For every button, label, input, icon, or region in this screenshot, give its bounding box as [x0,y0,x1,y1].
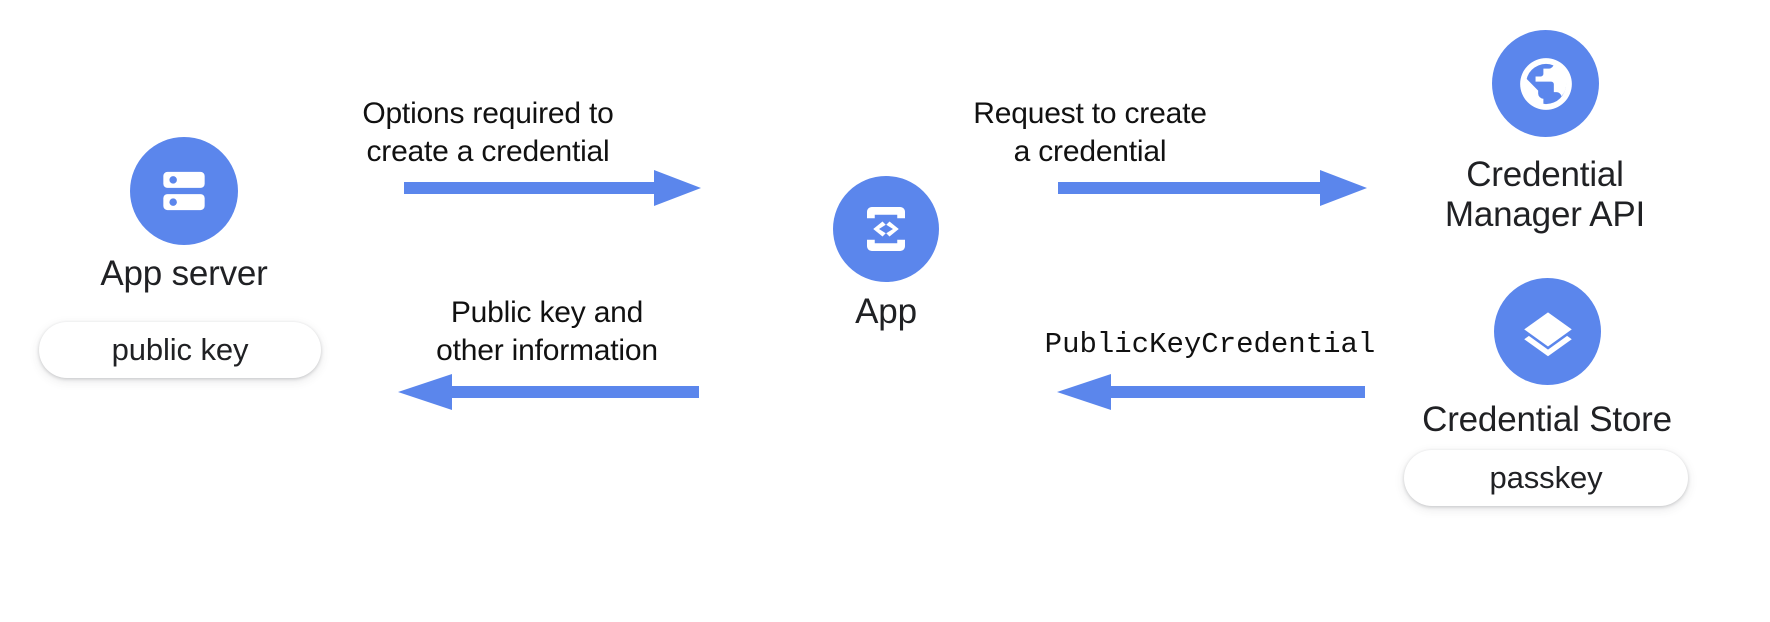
edge-label-options-required: Options required to create a credential [362,97,614,168]
app-server-label: App server [100,254,268,293]
app-server-icon-circle [130,137,238,245]
credential-manager-api-icon-circle [1492,30,1599,137]
server-icon [153,160,215,222]
app-server-pill-public-key: public key [39,322,321,378]
arrow-public-key-and-other-information [396,372,702,412]
globe-icon [1513,51,1579,117]
arrow-public-key-credential [1055,372,1367,412]
credential-store-pill-passkey: passkey [1404,450,1688,506]
arrow-request-to-create [1058,168,1370,208]
credential-store-icon-circle [1494,278,1601,385]
edge-label-public-key-and-other-information: Public key and other information [436,296,658,367]
app-label: App [855,292,917,331]
credential-store-label: Credential Store [1422,400,1672,439]
edge-label-request-to-create: Request to create a credential [973,97,1207,168]
app-code-device-icon [856,199,916,259]
edge-label-public-key-credential: PublicKeyCredential [1044,328,1376,361]
arrow-options-required [404,168,704,208]
credential-manager-api-label: Credential Manager API [1444,155,1646,234]
layers-icon [1517,301,1579,363]
app-icon-circle [833,176,939,282]
